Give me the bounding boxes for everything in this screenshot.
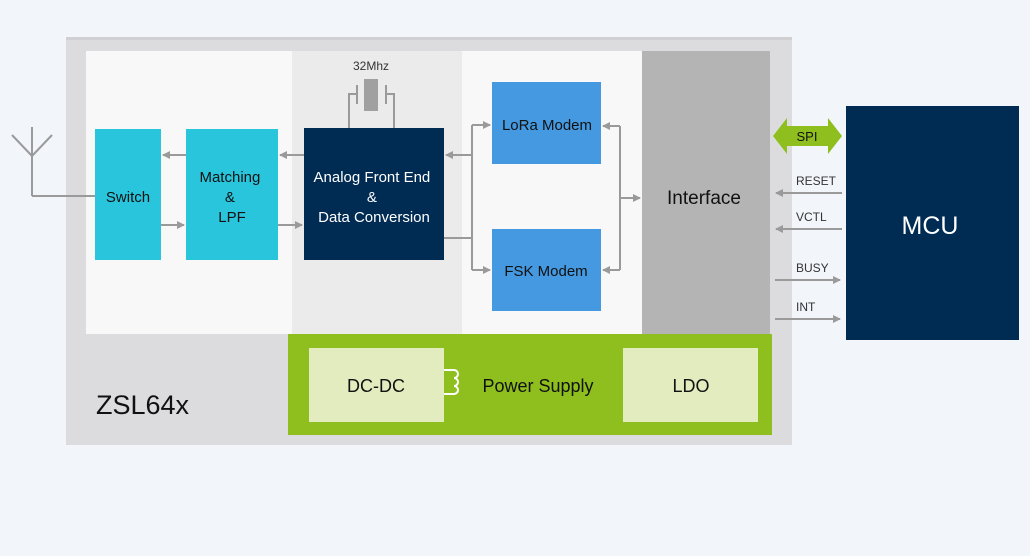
reset-label: RESET bbox=[796, 174, 837, 188]
switch-label: Switch bbox=[106, 189, 150, 206]
fsk-modem-label: FSK Modem bbox=[504, 263, 587, 280]
crystal-label: 32Mhz bbox=[353, 59, 389, 73]
fsk-modem-block bbox=[492, 229, 601, 311]
antenna-icon bbox=[11, 127, 96, 197]
power-supply-label: Power Supply bbox=[482, 376, 593, 396]
mcu-block bbox=[846, 106, 1019, 340]
busy-label: BUSY bbox=[796, 261, 829, 275]
interface-label: Interface bbox=[667, 188, 741, 209]
spi-label: SPI bbox=[797, 129, 818, 144]
modem-interface-bus bbox=[602, 122, 641, 274]
interface-block bbox=[642, 51, 770, 334]
switch-block bbox=[95, 129, 161, 260]
afe-label: Analog Front End & Data Conversion bbox=[314, 169, 435, 226]
mcu-label: MCU bbox=[902, 212, 959, 240]
lora-modem-block bbox=[492, 82, 601, 164]
crystal-body bbox=[364, 79, 378, 111]
lora-modem-label: LoRa Modem bbox=[502, 117, 592, 134]
crystal-icon bbox=[348, 85, 395, 128]
inductor-icon bbox=[444, 369, 459, 395]
dcdc-label: DC-DC bbox=[347, 376, 405, 396]
spi-arrow bbox=[773, 118, 842, 154]
ldo-label: LDO bbox=[672, 376, 709, 396]
int-label: INT bbox=[796, 300, 816, 314]
dcdc-block bbox=[309, 348, 444, 422]
matching-label: Matching & LPF bbox=[199, 169, 264, 226]
matching-lpf-block bbox=[186, 129, 278, 260]
afe-modem-bus bbox=[444, 121, 491, 274]
ldo-block bbox=[623, 348, 758, 422]
vctl-label: VCTL bbox=[796, 210, 827, 224]
chip-name: ZSL64x bbox=[96, 390, 190, 420]
afe-block bbox=[304, 128, 444, 260]
